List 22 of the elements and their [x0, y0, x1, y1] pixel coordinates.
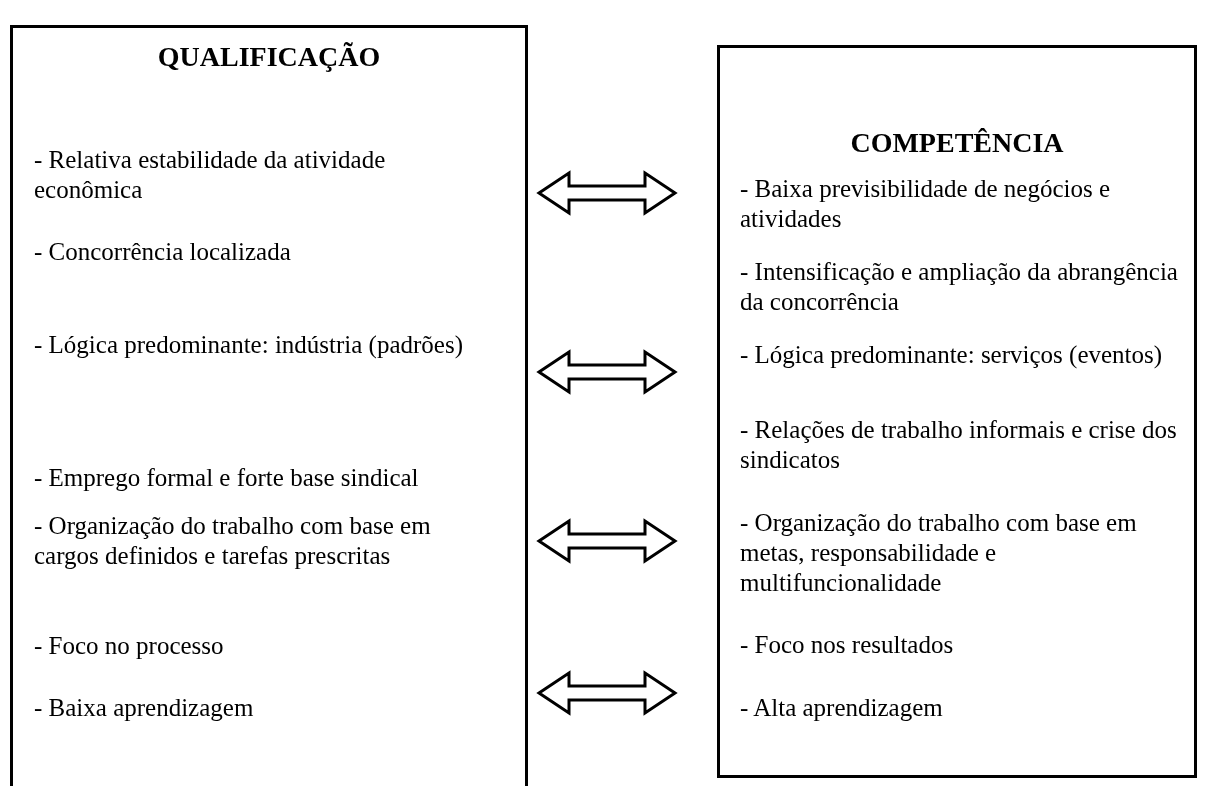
list-item: - Organização do trabalho com base em metas, responsabilidade e multifuncionalidade — [740, 508, 1138, 598]
list-item: - Intensificação e ampliação da abrangência da concorrência — [740, 257, 1179, 317]
text-panel — [717, 45, 1197, 778]
text-panel — [10, 25, 528, 786]
list-item: - Baixa aprendizagem — [34, 693, 255, 723]
panel-heading: COMPETÊNCIA — [849, 129, 1065, 157]
list-item: - Baixa previsibilidade de negócios e atividades — [740, 174, 1112, 234]
double-arrow — [536, 170, 678, 216]
list-item: - Foco no processo — [34, 631, 225, 661]
list-item: - Lógica predominante: indústria (padrões) — [34, 330, 465, 360]
double-arrow — [536, 670, 678, 716]
list-item: - Foco nos resultados — [740, 630, 955, 660]
list-item: - Organização do trabalho com base em cargos definidos e tarefas prescritas — [34, 511, 432, 571]
list-item: - Alta aprendizagem — [740, 693, 944, 723]
list-item: - Relações de trabalho informais e crise dos sindicatos — [740, 415, 1178, 475]
list-item: - Lógica predominante: serviços (eventos) — [740, 340, 1164, 370]
list-item: - Emprego formal e forte base sindical — [34, 463, 420, 493]
panel-heading: QUALIFICAÇÃO — [156, 43, 382, 71]
double-arrow — [536, 349, 678, 395]
double-arrow — [536, 518, 678, 564]
list-item: - Relativa estabilidade da atividade econômica — [34, 145, 387, 205]
list-item: - Concorrência localizada — [34, 237, 292, 267]
